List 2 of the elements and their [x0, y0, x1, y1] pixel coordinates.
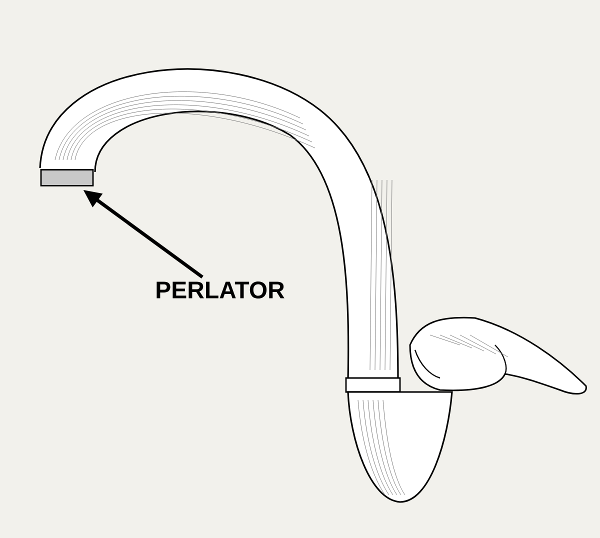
part-label: PERLATOR	[156, 282, 284, 298]
aerator	[40, 168, 94, 186]
